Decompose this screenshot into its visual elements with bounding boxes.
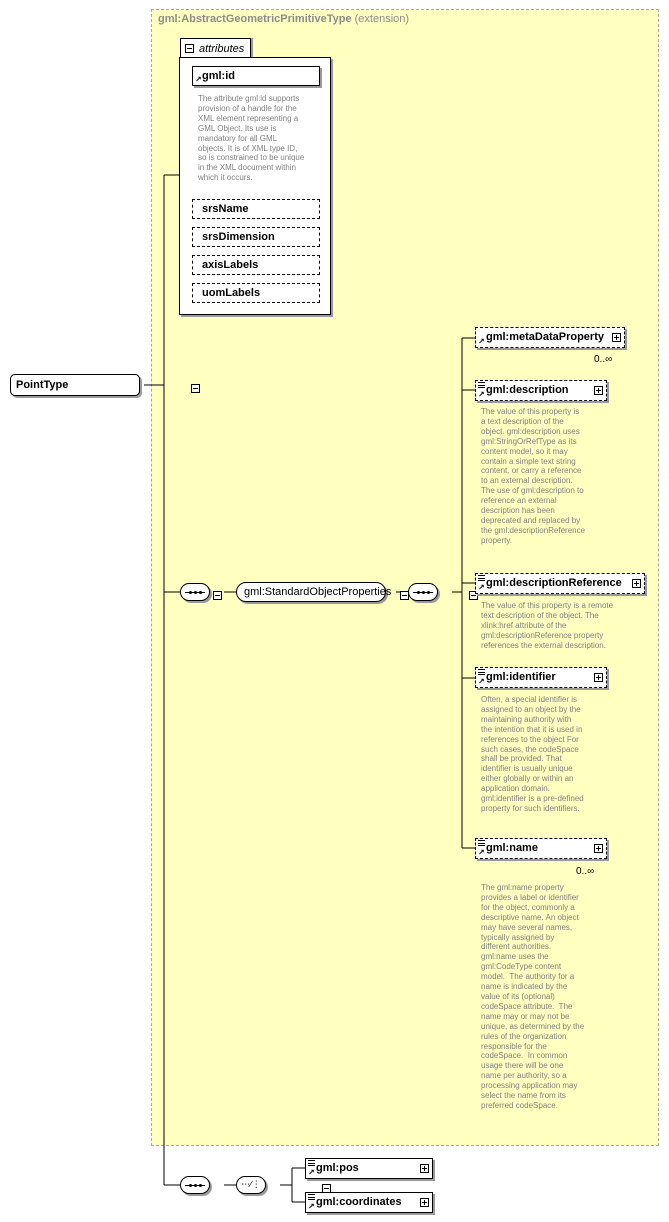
expand-icon[interactable] — [420, 1164, 429, 1173]
attribute-gml-id[interactable]: ↗ gml:id — [192, 66, 320, 86]
attribute-description: The attribute gml:id supports provision … — [198, 94, 305, 183]
sequence-compositor-icon — [180, 1176, 210, 1194]
attribute-srsname[interactable]: srsName — [192, 199, 320, 219]
sequence-compositor-icon — [408, 583, 438, 601]
cardinality-label: 0..∞ — [594, 354, 613, 365]
reference-arrow-icon: ↗ — [308, 1202, 315, 1211]
element-name-node[interactable]: ↗ gml:name — [475, 838, 607, 859]
choice-compositor-icon: ⋯∕⋮ — [236, 1176, 266, 1194]
element-name: gml:coordinates — [316, 1196, 402, 1208]
collapse-icon[interactable] — [468, 591, 478, 600]
collapse-icon[interactable] — [213, 591, 222, 600]
expand-icon[interactable] — [612, 333, 621, 342]
attribute-name: uomLabels — [202, 287, 261, 299]
element-name: gml:pos — [316, 1162, 359, 1174]
attribute-name: srsName — [202, 203, 249, 215]
attribute-name: srsDimension — [202, 231, 275, 243]
attribute-name: axisLabels — [202, 259, 259, 271]
attribute-uomlabels[interactable]: uomLabels — [192, 283, 320, 303]
element-description-text: The value of this property is a remote t… — [481, 601, 614, 650]
reference-arrow-icon: ↗ — [478, 677, 485, 686]
element-description[interactable]: ↗ gml:description — [475, 380, 607, 401]
reference-arrow-icon: ↗ — [308, 1168, 315, 1177]
element-coordinates[interactable]: ↗ gml:coordinates — [305, 1192, 433, 1213]
extension-suffix: (extension) — [354, 13, 410, 25]
reference-arrow-icon: ↗ — [478, 848, 485, 857]
expand-icon[interactable] — [594, 673, 603, 682]
expand-icon[interactable] — [594, 844, 603, 853]
element-description-text: The value of this property is a text des… — [481, 407, 586, 545]
expand-icon[interactable] — [594, 386, 603, 395]
element-name: gml:descriptionReference — [486, 577, 622, 589]
element-name: gml:identifier — [486, 671, 556, 683]
reference-arrow-icon: ↗ — [195, 75, 202, 84]
element-identifier[interactable]: ↗ gml:identifier — [475, 667, 607, 688]
documentation-icon — [478, 575, 485, 582]
element-name: gml:name — [486, 842, 538, 854]
expand-icon[interactable] — [632, 579, 641, 588]
documentation-icon — [478, 382, 485, 389]
expand-icon[interactable] — [420, 1198, 429, 1207]
attributes-tab-label: attributes — [199, 43, 245, 55]
extension-type-name: gml:AbstractGeometricPrimitiveType — [158, 13, 352, 25]
group-name: gml:StandardObjectProperties — [244, 586, 392, 598]
group-standard-object-properties[interactable]: gml:StandardObjectProperties — [236, 582, 391, 602]
attribute-name: gml:id — [202, 70, 235, 82]
element-metadataproperty[interactable]: ↗ gml:metaDataProperty — [475, 327, 625, 348]
root-type-node[interactable]: PointType — [10, 374, 201, 396]
documentation-icon — [308, 1160, 315, 1167]
element-name: gml:description — [486, 384, 569, 396]
element-descriptionreference[interactable]: ↗ gml:descriptionReference — [475, 573, 645, 594]
cardinality-label: 0..∞ — [576, 866, 595, 877]
attribute-axislabels[interactable]: axisLabels — [192, 255, 320, 275]
extension-title: gml:AbstractGeometricPrimitiveType (exte… — [158, 13, 409, 25]
documentation-icon — [308, 1194, 315, 1201]
reference-arrow-icon: ↗ — [478, 337, 485, 346]
root-type-name: PointType — [16, 379, 69, 391]
attribute-srsdimension[interactable]: srsDimension — [192, 227, 320, 247]
collapse-icon[interactable] — [191, 384, 201, 393]
element-name: gml:metaDataProperty — [486, 331, 604, 343]
documentation-icon — [478, 840, 485, 847]
documentation-icon — [478, 669, 485, 676]
reference-arrow-icon: ↗ — [478, 390, 485, 399]
element-pos[interactable]: ↗ gml:pos — [305, 1158, 433, 1179]
attributes-tab[interactable]: attributes — [180, 38, 251, 58]
reference-arrow-icon: ↗ — [478, 583, 485, 592]
element-description-text: The gml:name property provides a label o… — [481, 883, 585, 1110]
sequence-compositor-icon — [180, 583, 210, 601]
collapse-icon[interactable] — [185, 44, 194, 53]
element-description-text: Often, a special identifier is assigned … — [481, 695, 584, 813]
